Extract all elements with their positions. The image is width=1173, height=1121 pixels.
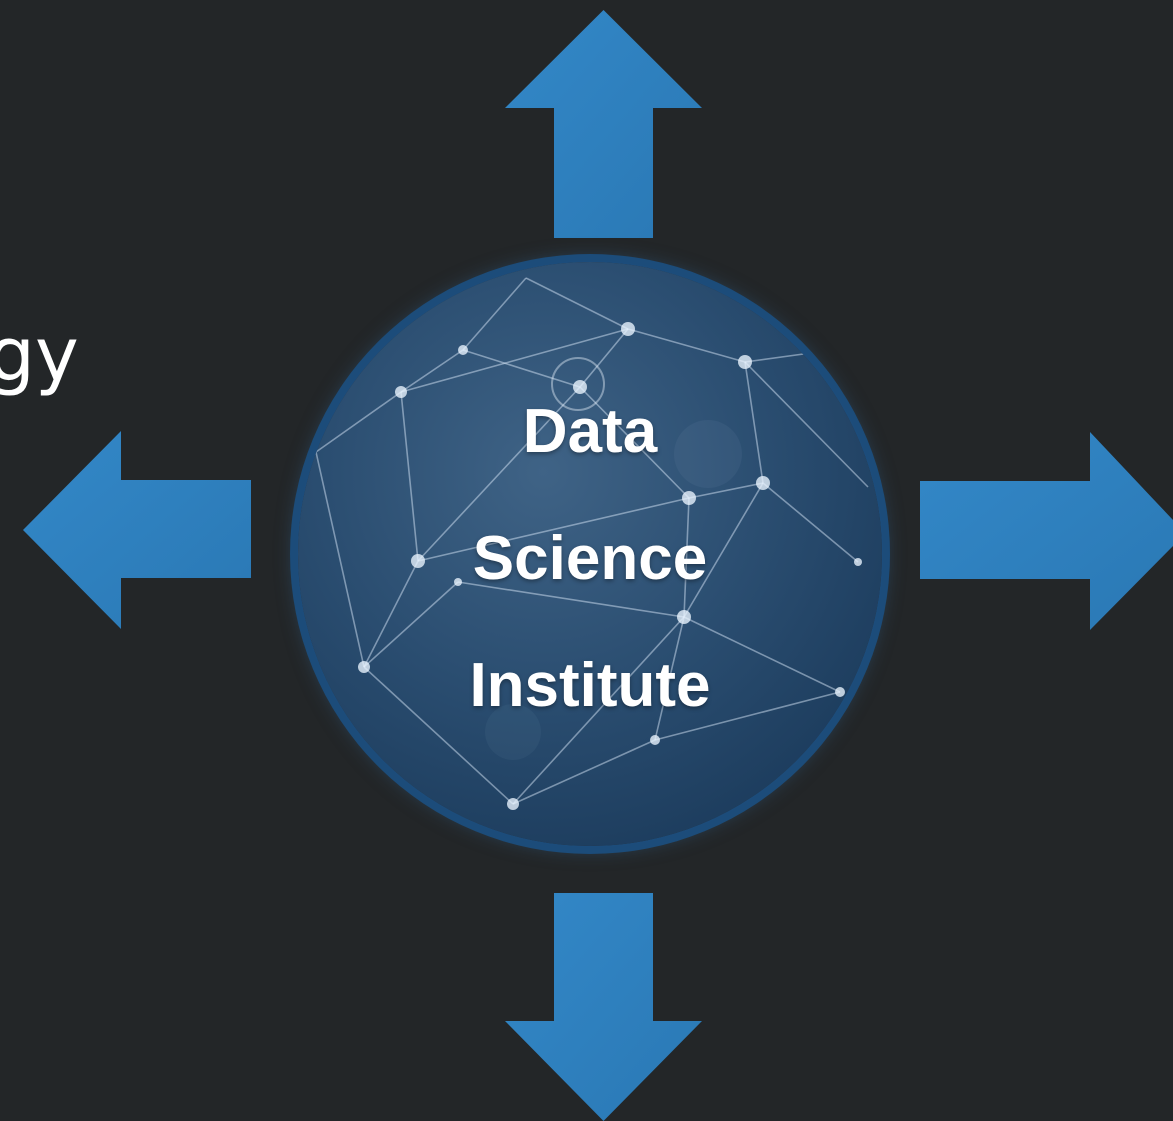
right-arrow bbox=[920, 432, 1173, 630]
left-arrow bbox=[23, 431, 251, 629]
up-arrow bbox=[505, 10, 702, 238]
hub-title-line-science: Science bbox=[472, 524, 708, 593]
hub-title-line-institute: Institute bbox=[469, 651, 711, 720]
hub-title-line-data: Data bbox=[522, 397, 658, 466]
network-graph-pattern-icon bbox=[315, 277, 869, 810]
data-science-institute-hub: Data Science Institute bbox=[298, 262, 882, 846]
down-arrow bbox=[505, 893, 702, 1121]
partial-label: gy bbox=[0, 312, 79, 398]
